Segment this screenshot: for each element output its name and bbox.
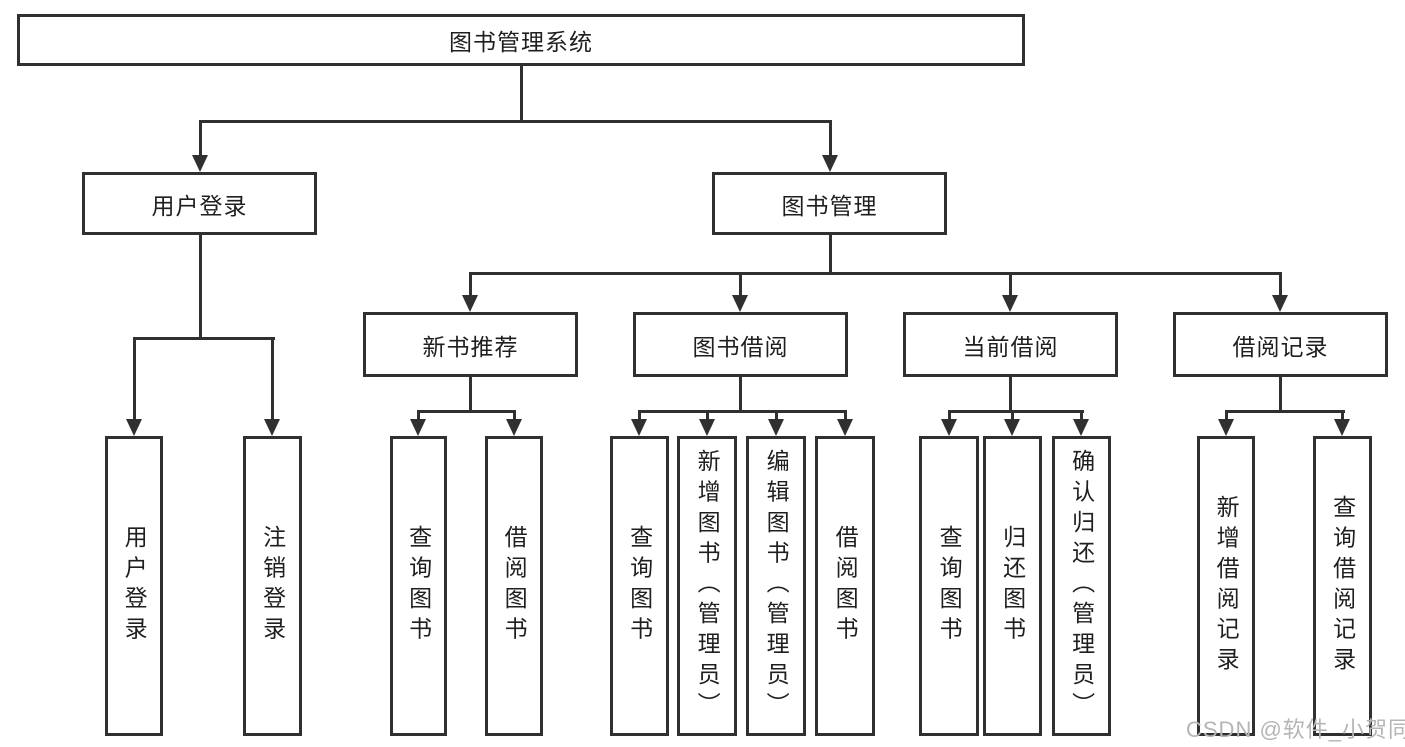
csdn-watermark: CSDN @软件_小贺同学: [1186, 717, 1405, 742]
connector-stem-leaf-edit-book: [774, 410, 778, 421]
leaf-query-book-borrow-label: 查询图书: [626, 525, 653, 647]
connector-new-book-recommend-bar: [417, 410, 516, 413]
connector-level2-bar: [198, 120, 832, 123]
arrowhead-leaf-query-borrow: [631, 419, 647, 436]
node-root: 图书管理系统: [17, 14, 1025, 66]
leaf-borrow-book-newrec: 借阅图书: [485, 436, 543, 736]
node-new-book-recommend: 新书推荐: [363, 312, 578, 377]
leaf-user-login: 用户登录: [105, 436, 163, 736]
arrowhead-leaf-return-book: [1004, 419, 1020, 436]
node-user-login: 用户登录: [82, 172, 317, 235]
arrowhead-book-management: [822, 155, 838, 172]
arrowhead-new-book-recommend: [462, 295, 478, 312]
connector-stem-leaf-return-book: [1011, 410, 1014, 421]
connector-borrow-records-bar: [1224, 410, 1345, 413]
connector-level3-bar: [468, 272, 1282, 275]
connector-current-borrow-stem: [1008, 376, 1012, 413]
node-book-management: 图书管理: [712, 172, 947, 235]
arrowhead-user-login: [192, 155, 208, 172]
connector-user-login-stem: [198, 234, 202, 340]
node-book-management-label: 图书管理: [781, 192, 878, 219]
leaf-add-book-admin-label: 新增图书（管理员）: [694, 449, 721, 723]
leaf-query-book-newrec-label: 查询图书: [405, 525, 432, 647]
node-borrow-records: 借阅记录: [1173, 312, 1388, 377]
node-user-login-label: 用户登录: [151, 192, 248, 219]
arrowhead-leaf-query-record: [1334, 419, 1350, 436]
leaf-logout-login-label: 注销登录: [259, 525, 286, 647]
arrowhead-leaf-query-current: [941, 419, 957, 436]
connector-stem-leaf-query-record: [1341, 410, 1344, 421]
leaf-logout-login: 注销登录: [243, 436, 302, 736]
leaf-edit-book-admin-label: 编辑图书（管理员）: [763, 449, 790, 723]
connector-current-borrow-bar: [947, 410, 1084, 413]
connector-stem-leaf-confirm-return: [1080, 410, 1083, 421]
connector-stem-leaf-borrow-newrec: [512, 410, 516, 421]
node-new-book-recommend-label: 新书推荐: [422, 333, 519, 360]
connector-stem-leaf-query-current: [947, 410, 951, 421]
connector-stem-book-borrow: [738, 272, 742, 298]
leaf-edit-book-admin: 编辑图书（管理员）: [746, 436, 806, 736]
connector-stem-user-login: [198, 120, 202, 157]
arrowhead-leaf-query-newrec: [410, 419, 426, 436]
leaf-confirm-return-admin: 确认归还（管理员）: [1052, 436, 1111, 736]
node-root-label: 图书管理系统: [449, 29, 593, 55]
node-current-borrow: 当前借阅: [903, 312, 1118, 377]
leaf-user-login-label: 用户登录: [121, 525, 148, 647]
arrowhead-leaf-borrow-newrec: [506, 419, 522, 436]
arrowhead-leaf-edit-book: [768, 419, 784, 436]
leaf-query-borrow-record: 查询借阅记录: [1313, 436, 1372, 736]
leaf-add-borrow-record-label: 新增借阅记录: [1213, 494, 1240, 678]
leaf-return-book-label: 归还图书: [999, 525, 1026, 647]
connector-stem-leaf-logout: [271, 337, 274, 421]
node-book-borrow-label: 图书借阅: [692, 333, 789, 360]
arrowhead-leaf-confirm-return: [1073, 419, 1089, 436]
connector-stem-leaf-add-book: [705, 410, 709, 421]
leaf-query-borrow-record-label: 查询借阅记录: [1329, 494, 1356, 678]
leaf-query-book-current-label: 查询图书: [936, 525, 963, 647]
arrowhead-leaf-add-record: [1218, 419, 1234, 436]
connector-book-borrow-bar: [638, 410, 847, 413]
leaf-borrow-book-newrec-label: 借阅图书: [501, 525, 528, 647]
leaf-add-book-admin: 新增图书（管理员）: [677, 436, 737, 736]
arrowhead-leaf-add-book: [699, 419, 715, 436]
leaf-borrow-book-label: 借阅图书: [832, 525, 859, 647]
arrowhead-leaf-borrow-book: [837, 419, 853, 436]
connector-book-management-stem: [828, 234, 832, 275]
leaf-confirm-return-admin-label: 确认归还（管理员）: [1068, 449, 1095, 723]
connector-new-book-recommend-stem: [468, 376, 472, 413]
leaf-query-book-current: 查询图书: [919, 436, 979, 736]
connector-stem-leaf-query-newrec: [417, 410, 420, 421]
connector-stem-borrow-records: [1278, 272, 1282, 298]
leaf-add-borrow-record: 新增借阅记录: [1197, 436, 1255, 736]
leaf-return-book: 归还图书: [983, 436, 1042, 736]
arrowhead-leaf-user-login: [126, 419, 142, 436]
connector-stem-leaf-user-login: [132, 337, 136, 421]
connector-borrow-records-stem: [1278, 376, 1282, 413]
leaf-query-book-newrec: 查询图书: [390, 436, 447, 736]
connector-stem-leaf-query-borrow: [638, 410, 641, 421]
connector-stem-current-borrow: [1008, 272, 1012, 298]
arrowhead-current-borrow: [1002, 295, 1018, 312]
connector-stem-new-book-recommend: [468, 272, 472, 298]
arrowhead-leaf-logout: [264, 419, 280, 436]
node-book-borrow: 图书借阅: [633, 312, 848, 377]
arrowhead-borrow-records: [1272, 295, 1288, 312]
node-current-borrow-label: 当前借阅: [962, 333, 1059, 360]
connector-user-login-bar: [132, 337, 275, 340]
connector-stem-leaf-borrow-book: [843, 410, 847, 421]
connector-root-stem: [519, 66, 523, 120]
leaf-query-book-borrow: 查询图书: [610, 436, 669, 736]
connector-stem-book-management: [828, 120, 832, 157]
leaf-borrow-book: 借阅图书: [815, 436, 875, 736]
connector-stem-leaf-add-record: [1224, 410, 1228, 421]
arrowhead-book-borrow: [732, 295, 748, 312]
node-borrow-records-label: 借阅记录: [1232, 333, 1329, 360]
connector-book-borrow-stem: [738, 376, 742, 413]
